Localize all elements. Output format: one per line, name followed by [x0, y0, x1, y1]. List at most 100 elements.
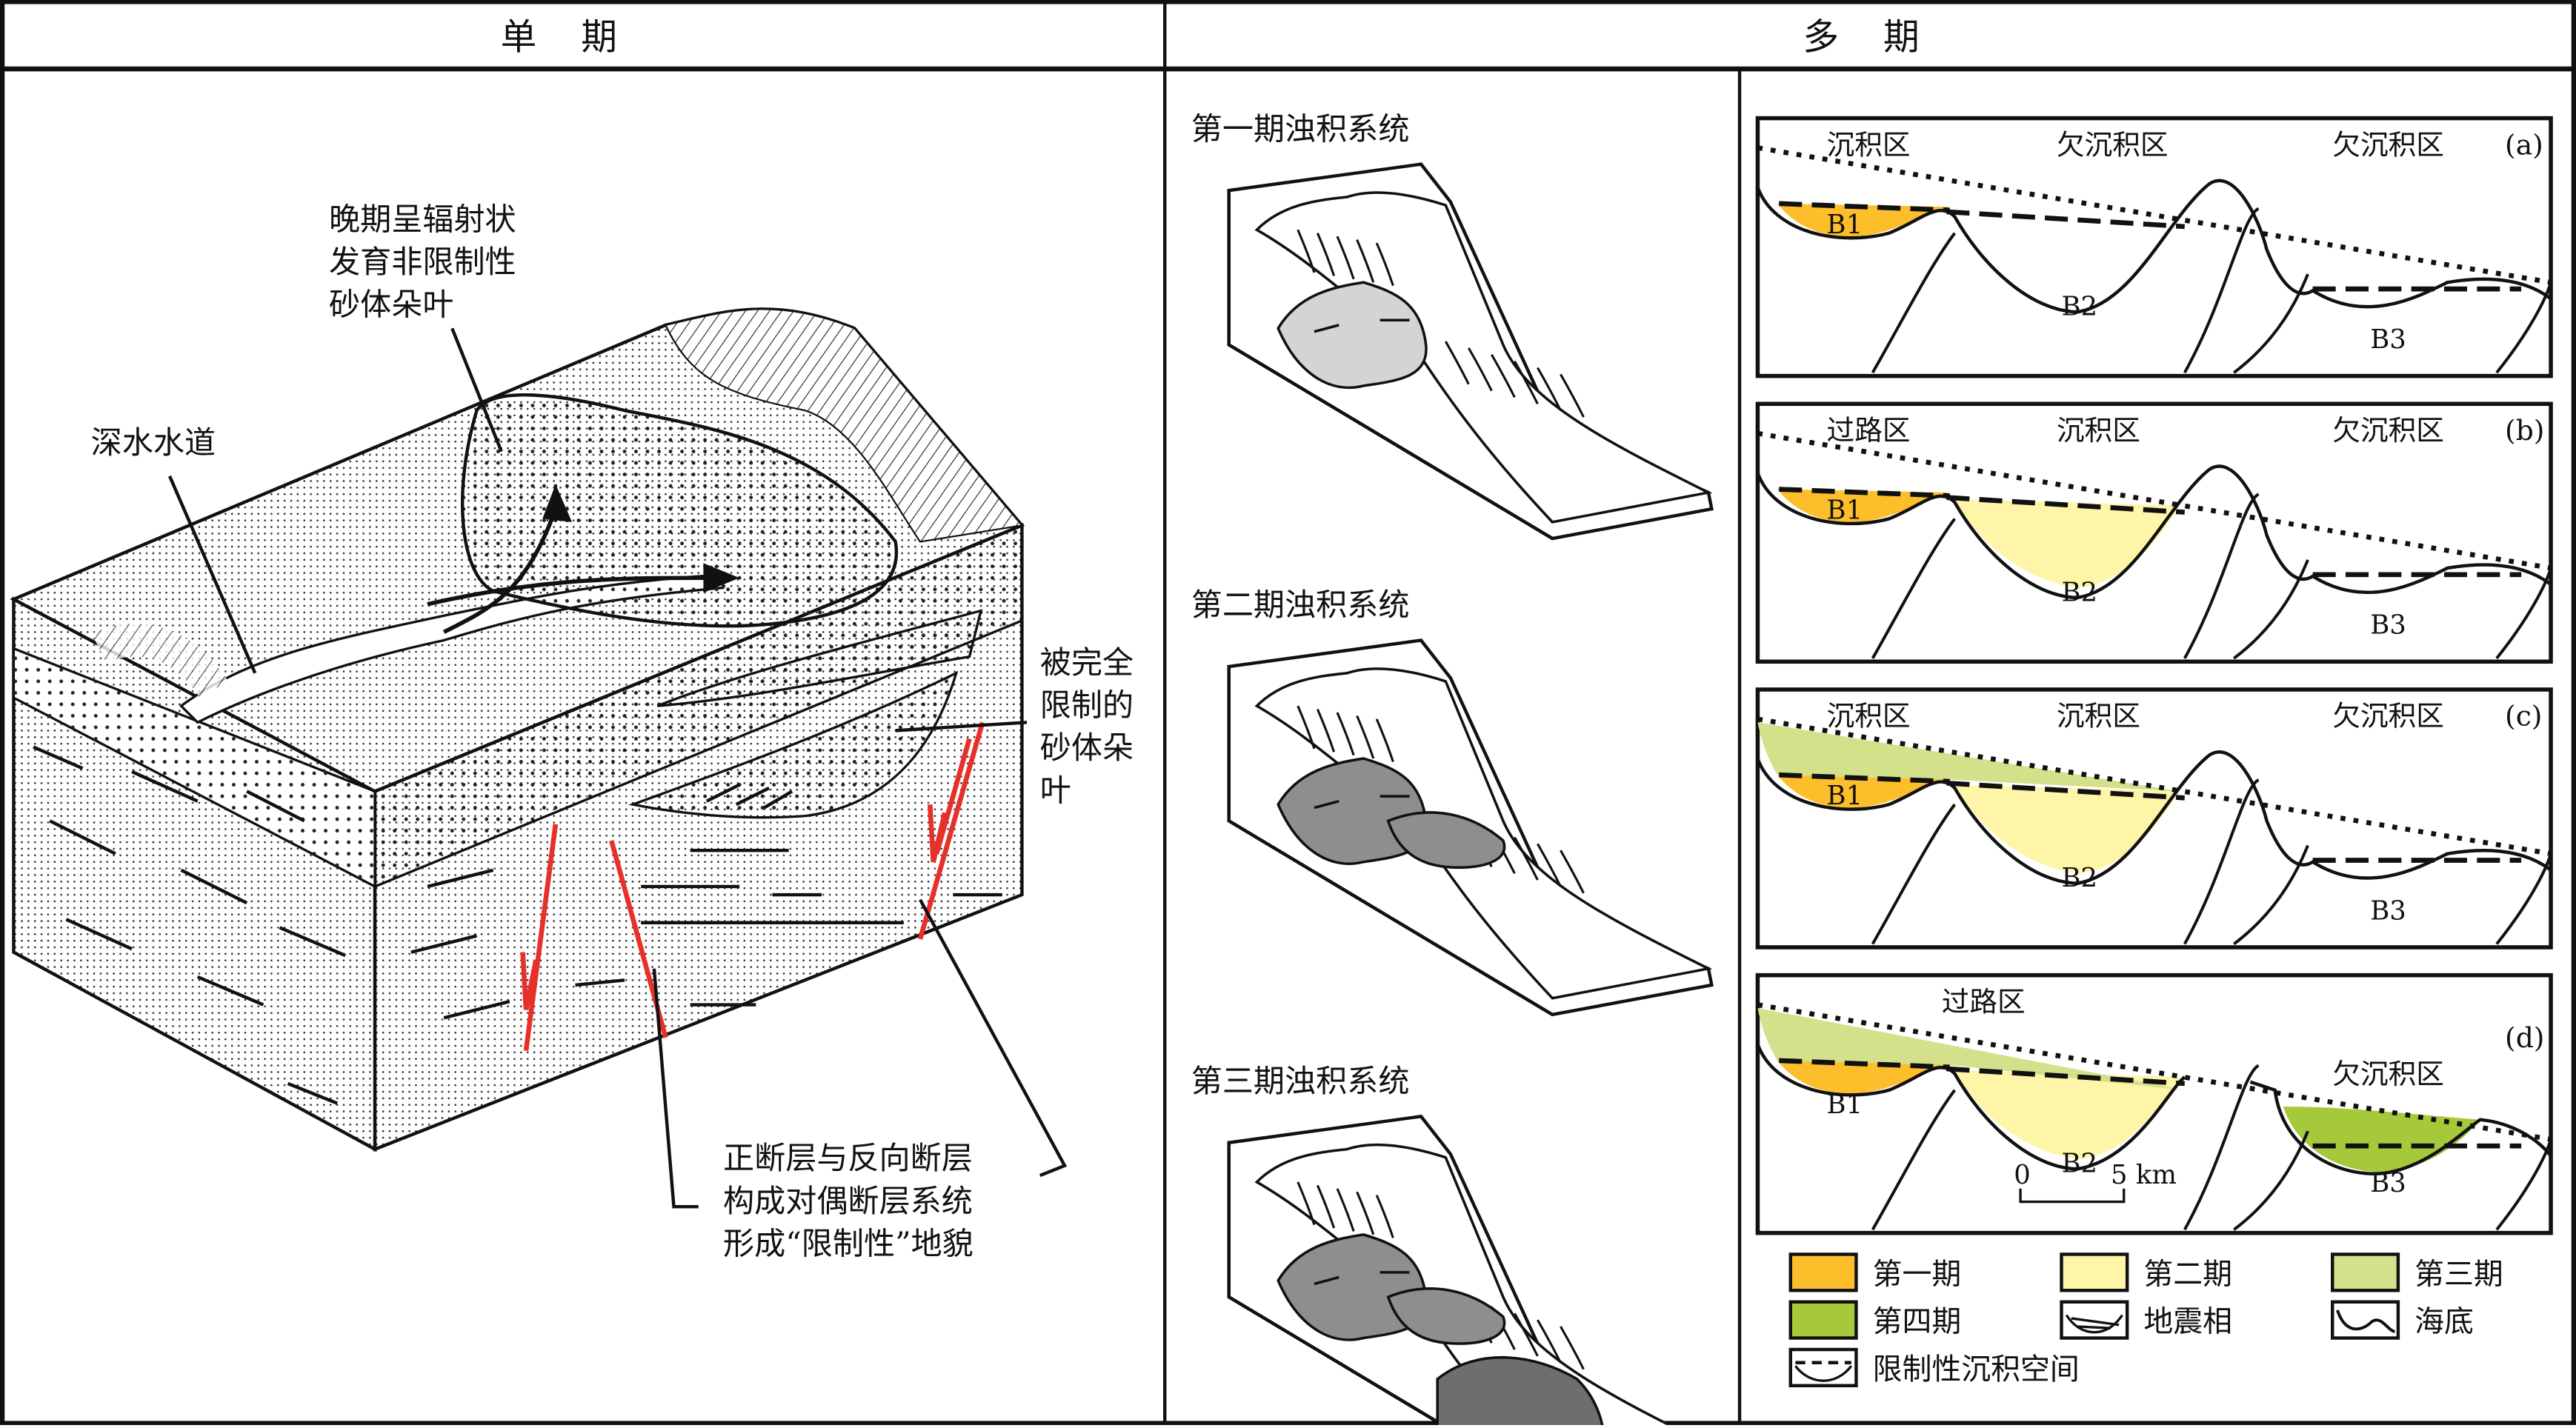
cross-sections: 沉积区欠沉积区欠沉积区(a)B1B2B3过路区沉积区欠沉积区(b)B1B2B3沉… — [1755, 116, 2553, 1235]
legend-label: 地震相 — [2143, 1305, 2232, 1339]
fill-stage-1 — [1777, 1060, 1950, 1094]
stage-block-title: 第二期浊积系统 — [1191, 587, 1410, 623]
legend-label: 第一期 — [1873, 1257, 1962, 1291]
confined-lobe-lower — [628, 670, 959, 819]
scale-bar — [2019, 1188, 2126, 1204]
confined-lobe-upper — [656, 609, 983, 707]
fill-stage-1 — [1777, 203, 1950, 237]
legend-label: 第四期 — [1873, 1305, 1962, 1339]
basin-label: B2 — [2062, 1149, 2098, 1179]
legend-label: 第二期 — [2143, 1257, 2232, 1291]
fault-line — [2495, 1138, 2552, 1231]
basin-label: B3 — [2370, 610, 2406, 641]
legend-swatch — [1788, 1252, 1858, 1292]
fault-line — [2495, 853, 2552, 945]
fill-stage-2 — [1954, 498, 2180, 588]
label-faults: 正断层与反向断层 构成对偶断层系统 形成“限制性”地貌 — [723, 1140, 974, 1261]
stage-block: 第一期浊积系统 — [1191, 110, 1714, 541]
turbidite-lobe — [1386, 1287, 1506, 1345]
section-tag: (b) — [2505, 414, 2545, 447]
equilibrium-profile — [1757, 145, 2552, 285]
svg-text:形成“限制性”地貌: 形成“限制性”地貌 — [723, 1225, 974, 1261]
fault-arrow-icon — [927, 804, 948, 863]
basin-label: B2 — [2062, 292, 2098, 322]
zone-label: 欠沉积区 — [2332, 1058, 2444, 1090]
flow-arrow-icon — [542, 484, 573, 522]
section-tag: (d) — [2505, 1021, 2545, 1054]
fault-arrow-icon — [520, 952, 539, 1010]
zone-label: 欠沉积区 — [2057, 128, 2169, 161]
basin-label: B2 — [2062, 577, 2098, 607]
legend-item: 第四期 — [1788, 1300, 1962, 1340]
fault-line — [2233, 273, 2309, 374]
svg-text:叶: 叶 — [1040, 773, 1071, 809]
svg-text:发育非限制性: 发育非限制性 — [329, 244, 516, 280]
svg-text:晚期呈辐射状: 晚期呈辐射状 — [329, 201, 516, 237]
legend-item: 限制性沉积空间 — [1788, 1347, 2080, 1388]
zone-label: 过路区 — [1827, 414, 1911, 447]
fault-line — [1871, 803, 1957, 945]
label-late-lobe: 晚期呈辐射状 发育非限制性 砂体朵叶 — [329, 201, 516, 322]
basin-label: B1 — [1827, 210, 1863, 240]
legend-item: 地震相 — [2060, 1300, 2232, 1340]
legend-label: 限制性沉积空间 — [1873, 1352, 2080, 1387]
flow-arrow-icon — [703, 563, 740, 593]
zone-label: 过路区 — [1942, 985, 2026, 1018]
fault-line — [2233, 1130, 2309, 1231]
fill-stage-1 — [1777, 489, 1950, 523]
turbidite-lobe — [1386, 811, 1506, 870]
zone-label: 沉积区 — [2057, 414, 2140, 447]
svg-text:砂体朵叶: 砂体朵叶 — [329, 287, 453, 323]
zone-label: 沉积区 — [1827, 700, 1911, 733]
svg-text:被完全: 被完全 — [1040, 644, 1134, 681]
stage-block: 第二期浊积系统 — [1191, 587, 1714, 1017]
equilibrium-profile — [1757, 1002, 2552, 1142]
fault-line — [1871, 232, 1957, 374]
cross-section: 沉积区沉积区欠沉积区(c)B1B2B3 — [1755, 687, 2553, 950]
legend-swatch — [1788, 1300, 1858, 1340]
fill-stage-3 — [1757, 1007, 2185, 1090]
equilibrium-profile — [1757, 430, 2552, 571]
zone-label: 欠沉积区 — [2332, 700, 2444, 733]
scale-bar-start: 0 — [2014, 1160, 2031, 1190]
fill-stage-2 — [1954, 1070, 2180, 1159]
basin-label: B3 — [2370, 1168, 2406, 1198]
stage-block-title: 第三期浊积系统 — [1191, 1063, 1410, 1099]
seafloor-line — [1756, 750, 2552, 885]
fault-line — [2183, 207, 2260, 374]
fault-line — [1871, 518, 1957, 659]
zone-label: 沉积区 — [2057, 700, 2140, 733]
seafloor-line — [1756, 178, 2552, 314]
fault-line — [2183, 778, 2260, 945]
basin-label: B3 — [2370, 324, 2406, 355]
legend-item: 第三期 — [2331, 1252, 2503, 1292]
turbidite-lobe — [1277, 281, 1428, 390]
fill-stage-1 — [1777, 775, 1950, 808]
fault-line — [2495, 281, 2552, 374]
section-tag: (a) — [2505, 128, 2543, 161]
legend-item: 第二期 — [2060, 1252, 2232, 1292]
header-single-stage: 单 期 — [501, 16, 634, 58]
fill-stage-2 — [1954, 784, 2180, 874]
basin-label: B1 — [1827, 495, 1863, 525]
stage-block: 第三期浊积系统 — [1191, 1063, 1678, 1428]
turbidite-lobe-late — [1436, 1355, 1605, 1428]
equilibrium-profile — [1757, 716, 2552, 856]
seafloor-line — [1756, 464, 2552, 600]
svg-text:限制的: 限制的 — [1040, 687, 1134, 723]
svg-text:构成对偶断层系统: 构成对偶断层系统 — [723, 1183, 973, 1219]
fault-line — [2495, 567, 2552, 660]
svg-text:砂体朵: 砂体朵 — [1040, 730, 1134, 766]
fault-line — [1871, 1089, 1957, 1231]
scale-bar-end: 5 km — [2111, 1160, 2177, 1190]
late-unconfined-lobe — [460, 393, 899, 628]
label-deep-water-channel: 深水水道 — [91, 424, 216, 461]
zone-label: 沉积区 — [1827, 128, 1911, 161]
legend-item: 第一期 — [1788, 1252, 1962, 1292]
legend-label: 海底 — [2414, 1305, 2474, 1339]
stage-block-title: 第一期浊积系统 — [1191, 110, 1410, 147]
